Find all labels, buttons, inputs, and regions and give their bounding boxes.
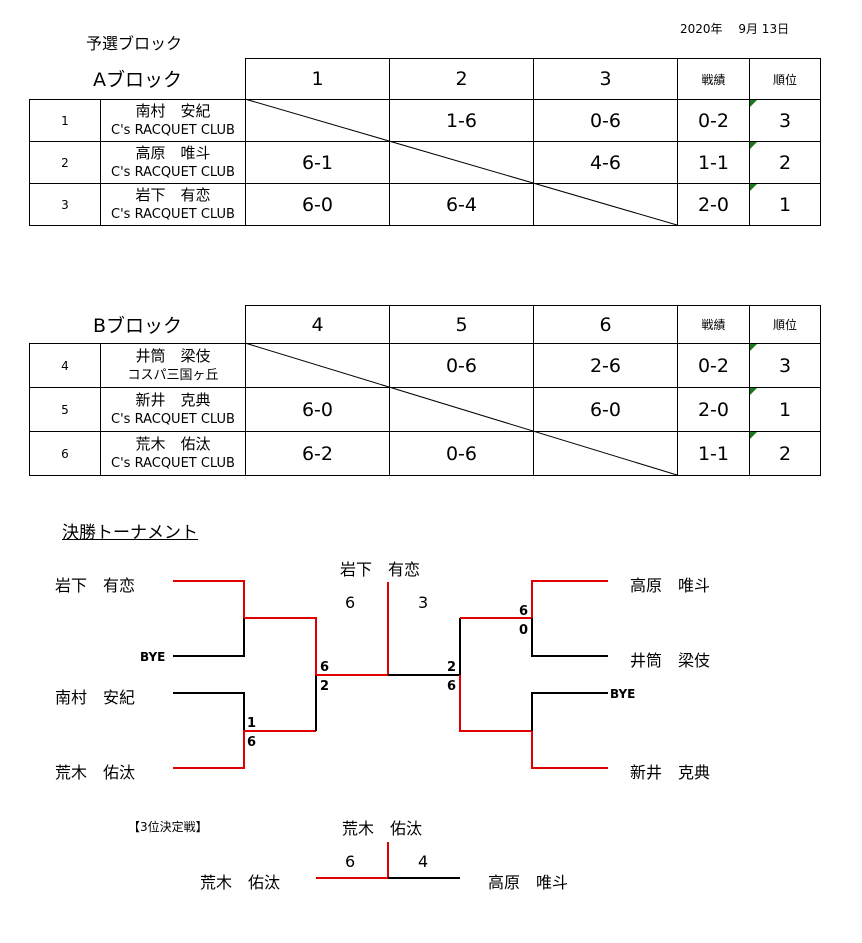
player-club: C's RACQUET CLUB bbox=[111, 206, 235, 222]
champion-name: 岩下 有恋 bbox=[340, 560, 421, 579]
player-name: 新井 克典 bbox=[135, 390, 211, 409]
third-place-title: 【3位決定戦】 bbox=[128, 820, 208, 834]
score: 1 bbox=[247, 716, 257, 731]
third-score-right: 4 bbox=[418, 852, 429, 871]
player-cell: 荒木 佑汰 C's RACQUET CLUB bbox=[100, 431, 246, 476]
score: 0 bbox=[519, 623, 529, 638]
date: 2020年 9月 13日 bbox=[680, 22, 790, 36]
right-player-1: 高原 唯斗 bbox=[630, 576, 711, 595]
final-score-left: 6 bbox=[345, 593, 356, 612]
third-winner: 荒木 佑汰 bbox=[342, 819, 423, 838]
right-bye: BYE bbox=[610, 687, 636, 701]
right-player-4: 新井 克典 bbox=[630, 763, 711, 782]
player-name: 井筒 梁伎 bbox=[135, 346, 211, 365]
player-cell: 新井 克典 C's RACQUET CLUB bbox=[100, 387, 246, 432]
player-club: C's RACQUET CLUB bbox=[111, 411, 235, 427]
third-score-left: 6 bbox=[345, 852, 356, 871]
left-player-1: 岩下 有恋 bbox=[55, 576, 136, 595]
player-name: 岩下 有恋 bbox=[135, 185, 211, 204]
third-left-player: 荒木 佑汰 bbox=[200, 873, 281, 892]
score: 6 bbox=[320, 660, 330, 675]
page-title: 予選ブロック bbox=[86, 34, 183, 53]
comment-marker-icon bbox=[750, 142, 757, 149]
final-title: 決勝トーナメント bbox=[62, 523, 198, 543]
left-player-3: 南村 安紀 bbox=[55, 688, 136, 707]
player-name: 高原 唯斗 bbox=[135, 143, 211, 162]
score: 2 bbox=[320, 679, 330, 694]
comment-marker-icon bbox=[750, 184, 757, 191]
block-header-label: Aブロック bbox=[93, 69, 182, 91]
score: 6 bbox=[247, 735, 257, 750]
player-name: 荒木 佑汰 bbox=[135, 434, 211, 453]
third-right-player: 高原 唯斗 bbox=[488, 873, 569, 892]
score: 2 bbox=[447, 660, 457, 675]
player-name: 南村 安紀 bbox=[135, 101, 211, 120]
score: 6 bbox=[519, 604, 529, 619]
player-club: C's RACQUET CLUB bbox=[111, 122, 235, 138]
score: 6 bbox=[447, 679, 457, 694]
comment-marker-icon bbox=[750, 100, 757, 107]
comment-marker-icon bbox=[750, 344, 757, 351]
player-club: C's RACQUET CLUB bbox=[111, 164, 235, 180]
left-player-4: 荒木 佑汰 bbox=[55, 763, 136, 782]
final-score-right: 3 bbox=[418, 593, 429, 612]
player-cell: 岩下 有恋 C's RACQUET CLUB bbox=[100, 183, 246, 226]
right-player-2: 井筒 梁伎 bbox=[630, 651, 711, 670]
block-header-label: Bブロック bbox=[92, 314, 183, 337]
rank-cell: 2 bbox=[749, 431, 821, 476]
player-club: C's RACQUET CLUB bbox=[111, 455, 235, 471]
comment-marker-icon bbox=[750, 388, 757, 395]
rank-cell: 1 bbox=[749, 183, 821, 226]
left-bye: BYE bbox=[140, 650, 166, 664]
comment-marker-icon bbox=[750, 432, 757, 439]
player-club: コスパ三国ヶ丘 bbox=[127, 367, 219, 383]
